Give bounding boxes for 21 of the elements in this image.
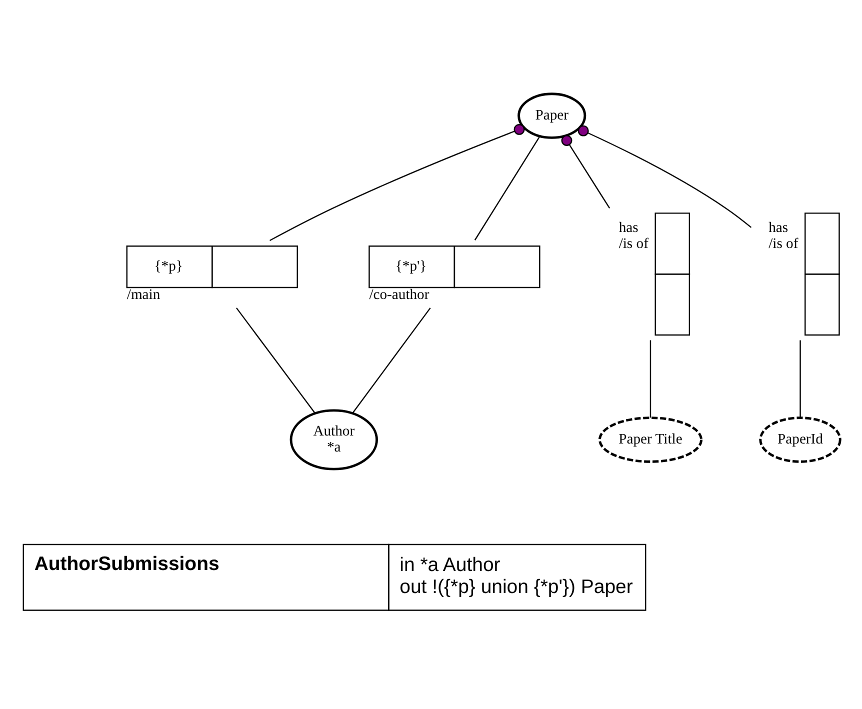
node-label: /co-author	[369, 287, 430, 304]
label: out !({*p} union {*p'}) Paper	[400, 576, 633, 598]
node-ellipse: PaperId	[759, 416, 842, 463]
node-label: /main	[126, 287, 160, 304]
label: in *a Author	[400, 554, 500, 576]
connector	[561, 135, 610, 209]
connector	[236, 308, 316, 414]
connector	[352, 308, 431, 414]
connector	[800, 340, 801, 418]
node-ellipse: Paper Title	[598, 416, 702, 463]
node-label: has	[768, 220, 788, 236]
label: AuthorSubmissions	[34, 552, 220, 575]
connector	[474, 136, 540, 240]
node-ellipse: Paper	[518, 92, 586, 139]
node-ellipse: Author *a	[290, 409, 378, 470]
node-label: /is of	[768, 236, 798, 252]
connector	[650, 340, 652, 418]
connector	[270, 124, 525, 242]
node-label: has	[618, 220, 638, 236]
node-label: /is of	[618, 236, 648, 252]
connector	[578, 125, 752, 228]
